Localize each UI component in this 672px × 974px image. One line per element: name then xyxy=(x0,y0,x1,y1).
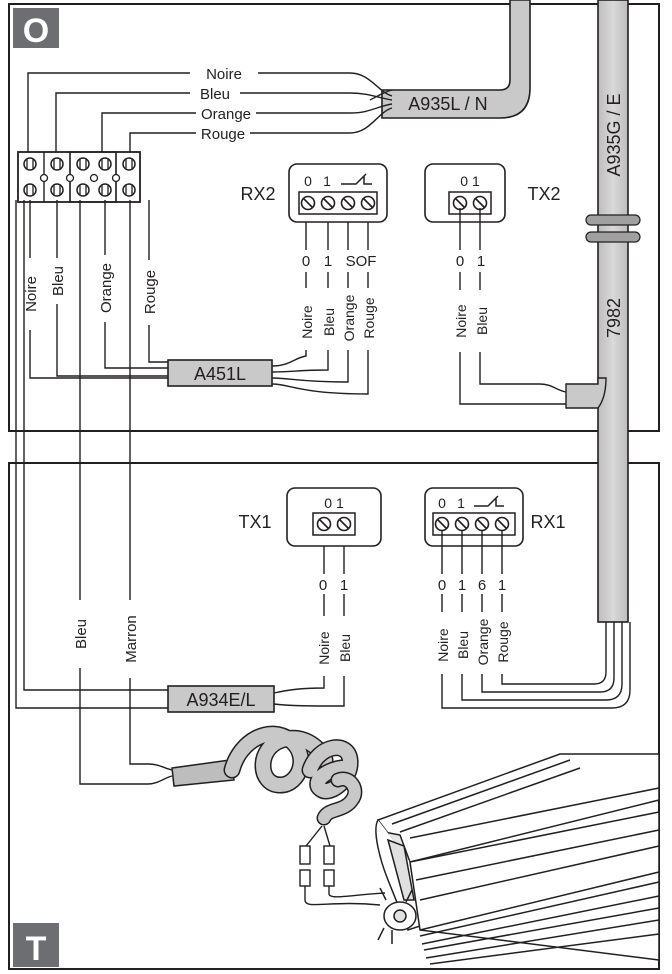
rx1-label: RX1 xyxy=(530,512,565,532)
wire-label-left-2: Orange xyxy=(98,263,115,313)
rx2-wire-3: Rouge xyxy=(361,297,377,338)
cable-separator xyxy=(585,214,641,243)
svg-text:A451L: A451L xyxy=(194,364,246,384)
cable-a934el: A934E/L xyxy=(167,685,275,713)
svg-text:0: 0 xyxy=(304,173,312,189)
rx2-wire-1: Bleu xyxy=(321,308,337,336)
terminal-block xyxy=(17,151,141,203)
cable-a451l: A451L xyxy=(167,359,273,387)
rx1-device: 0 1 xyxy=(424,487,524,547)
cable-a935l-label: A935L / N xyxy=(408,94,487,114)
wire-label-left-0: Noire xyxy=(23,276,40,312)
tx2-term-0: 0 xyxy=(456,253,464,270)
rx1-wire-2: Orange xyxy=(475,618,491,665)
bottom-wires xyxy=(79,668,173,785)
tx2-label: TX2 xyxy=(527,184,560,204)
rx1-term-1: 1 xyxy=(458,577,466,594)
rx1-wires xyxy=(441,530,631,709)
safety-edge-profile xyxy=(375,753,660,965)
rx1-term-3: 1 xyxy=(498,577,506,594)
panel-tag-bottom: T xyxy=(13,923,59,968)
tx1-wire-0: Noire xyxy=(316,631,332,665)
rx1-wire-1: Bleu xyxy=(455,631,471,659)
tx1-wire-1: Bleu xyxy=(337,634,353,662)
svg-text:1: 1 xyxy=(457,495,465,511)
cable-a935g-label: A935G / E xyxy=(604,93,624,176)
rx2-term-1: 1 xyxy=(324,253,332,270)
panel-tag-top: O xyxy=(13,8,59,50)
wire-label-bleu-bottom: Bleu xyxy=(73,619,90,649)
wire-label-top-3: Rouge xyxy=(201,126,245,143)
left-wires xyxy=(15,200,168,709)
svg-text:1: 1 xyxy=(323,173,331,189)
cable-a935g xyxy=(597,0,629,623)
wire-label-top-2: Orange xyxy=(201,106,251,123)
wire-label-left-3: Rouge xyxy=(142,270,159,314)
rx1-wire-0: Noire xyxy=(435,628,451,662)
tx1-label: TX1 xyxy=(238,512,271,532)
wire-label-left-1: Bleu xyxy=(50,266,67,296)
svg-text:0 1: 0 1 xyxy=(324,495,344,511)
tx2-wires xyxy=(459,208,567,405)
tx2-branch-cable xyxy=(565,377,607,409)
rx1-term-2: 6 xyxy=(478,577,486,594)
tx1-term-1: 1 xyxy=(340,577,348,594)
rx2-wire-0: Noire xyxy=(299,305,315,339)
rx2-label: RX2 xyxy=(240,184,275,204)
tx2-wire-1: Bleu xyxy=(474,307,490,335)
a934-to-tx1-wires xyxy=(273,532,345,707)
svg-text:T: T xyxy=(26,930,47,968)
svg-text:0 1: 0 1 xyxy=(460,173,480,189)
svg-text:O: O xyxy=(23,12,49,50)
tx1-device: 0 1 xyxy=(286,487,382,547)
tx1-term-0: 0 xyxy=(319,577,327,594)
rx1-term-0: 0 xyxy=(438,577,446,594)
cable-7982-label: 7982 xyxy=(604,298,624,338)
tx2-device: 0 1 xyxy=(424,163,506,223)
top-wires xyxy=(27,72,393,160)
svg-text:0: 0 xyxy=(438,495,446,511)
a451l-to-rx2-wires xyxy=(271,208,369,395)
rx2-term-0: 0 xyxy=(302,253,310,270)
wire-connectors xyxy=(299,825,386,906)
tx2-term-1: 1 xyxy=(477,253,485,270)
svg-text:A934E/L: A934E/L xyxy=(186,690,255,710)
wire-label-top-0: Noire xyxy=(206,66,242,83)
tx2-wire-0: Noire xyxy=(453,304,469,338)
wire-label-marron-bottom: Marron xyxy=(123,615,140,663)
rx2-term-2: SOF xyxy=(346,253,377,270)
rx1-wire-3: Rouge xyxy=(495,621,511,662)
rx2-wire-2: Orange xyxy=(341,294,357,341)
rx2-device: 0 1 xyxy=(288,163,388,223)
wire-label-top-1: Bleu xyxy=(200,86,230,103)
cable-a935l xyxy=(381,0,531,119)
coiled-cable xyxy=(171,725,363,826)
